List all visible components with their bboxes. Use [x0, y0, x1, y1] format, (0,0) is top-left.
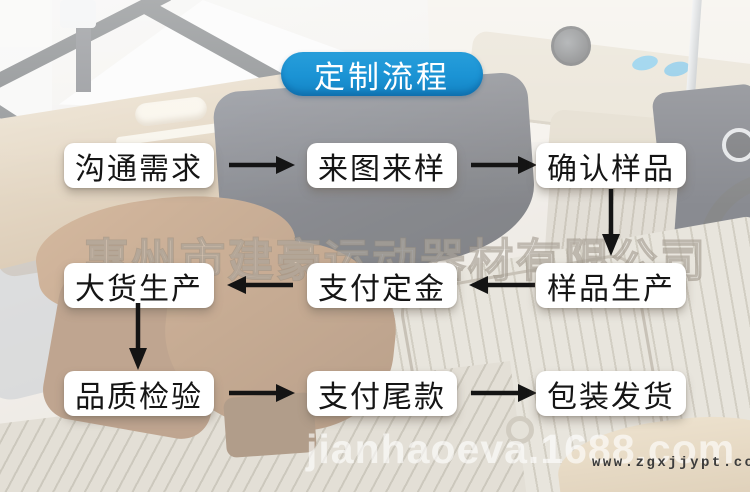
flow-step-sample-production: 样品生产 [536, 263, 686, 308]
flow-step-pay-deposit: 支付定金 [307, 263, 457, 308]
arrow-down-icon [602, 189, 620, 256]
boat-speaker [551, 26, 591, 66]
flow-step-confirm-sample: 确认样品 [536, 143, 686, 188]
site-url-watermark: www.zgxjjypt.com [592, 455, 750, 471]
flow-title-badge: 定制流程 [281, 52, 483, 96]
arrow-left-icon [227, 276, 293, 294]
flow-step-packing-shipping: 包装发货 [536, 371, 686, 416]
arrow-right-icon [229, 384, 295, 402]
tower-clamp [60, 0, 96, 28]
flow-step-quality-inspection: 品质检验 [64, 371, 214, 416]
dash-gauge [722, 128, 750, 162]
flow-step-send-drawings-samples: 来图来样 [307, 143, 457, 188]
arrow-down-icon [129, 303, 147, 370]
arrow-left-icon [469, 276, 535, 294]
deck-drain [506, 416, 534, 444]
flow-step-pay-balance: 支付尾款 [307, 371, 457, 416]
arrow-right-icon [471, 156, 537, 174]
store-url-watermark: jianhaoeva.1688.com [306, 426, 736, 472]
flow-title-label: 定制流程 [314, 59, 450, 95]
flow-step-communicate-needs: 沟通需求 [64, 143, 214, 188]
arrow-right-icon [229, 156, 295, 174]
arrow-right-icon [471, 384, 537, 402]
flow-step-bulk-production: 大货生产 [64, 263, 214, 308]
